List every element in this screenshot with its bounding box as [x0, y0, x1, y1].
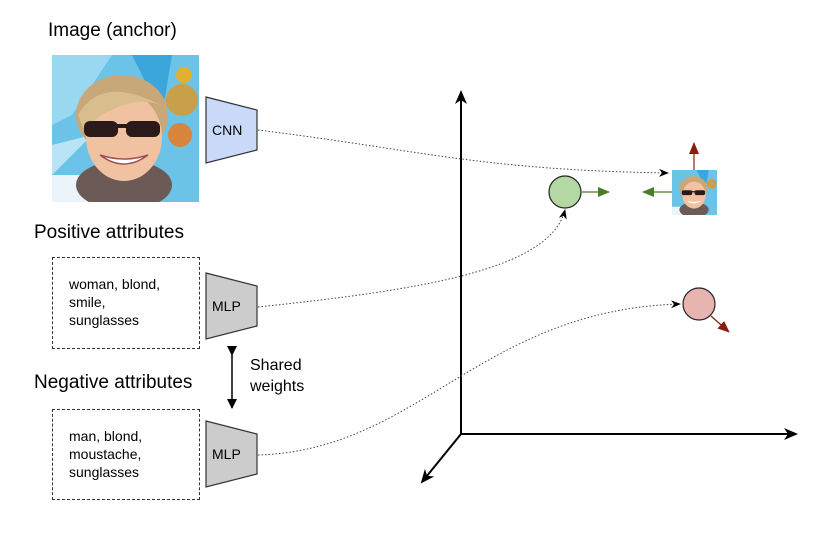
- positive-attributes-text: woman, blond, smile, sunglasses: [69, 275, 160, 329]
- positive-mlp-label: MLP: [212, 298, 241, 314]
- positive-attribute-line: smile,: [69, 294, 106, 310]
- anchor-thumbnail-illustration: [672, 170, 717, 215]
- shared-weights-line: weights: [250, 378, 305, 395]
- anchor-mapping-curve: [257, 129, 669, 177]
- anchor-image: [52, 55, 199, 202]
- negative-embedding-point: [682, 287, 716, 321]
- shared-weights-label: Shared weights: [250, 355, 304, 397]
- z-axis: [420, 433, 462, 484]
- positive-attribute-line: sunglasses: [69, 312, 140, 328]
- negative-mlp-encoder: [205, 420, 258, 488]
- cnn-label: CNN: [212, 122, 243, 138]
- positive-heading: Positive attributes: [34, 222, 184, 243]
- negative-mapping-curve: [257, 300, 681, 456]
- cnn-encoder: [205, 96, 258, 164]
- positive-mapping-curve: [257, 209, 567, 308]
- negative-attribute-line: sunglasses: [69, 464, 140, 480]
- anchor-heading: Image (anchor): [48, 20, 177, 41]
- positive-embedding-point: [548, 175, 582, 209]
- negative-mlp-label: MLP: [212, 446, 241, 462]
- positive-attribute-line: woman, blond,: [69, 276, 161, 292]
- positive-attributes-box: [52, 257, 200, 349]
- negative-attribute-line: man, blond,: [69, 428, 143, 444]
- anchor-embedding-thumbnail: [672, 170, 717, 215]
- negative-attribute-line: moustache,: [69, 446, 142, 462]
- positive-mlp-encoder: [205, 272, 258, 340]
- negative-repel-arrow: [710, 315, 730, 333]
- anchor-face-illustration: [52, 55, 199, 202]
- negative-attributes-box: [52, 409, 200, 500]
- negative-attributes-text: man, blond, moustache, sunglasses: [69, 427, 142, 481]
- negative-heading: Negative attributes: [34, 372, 193, 393]
- shared-weights-line: Shared: [250, 357, 302, 374]
